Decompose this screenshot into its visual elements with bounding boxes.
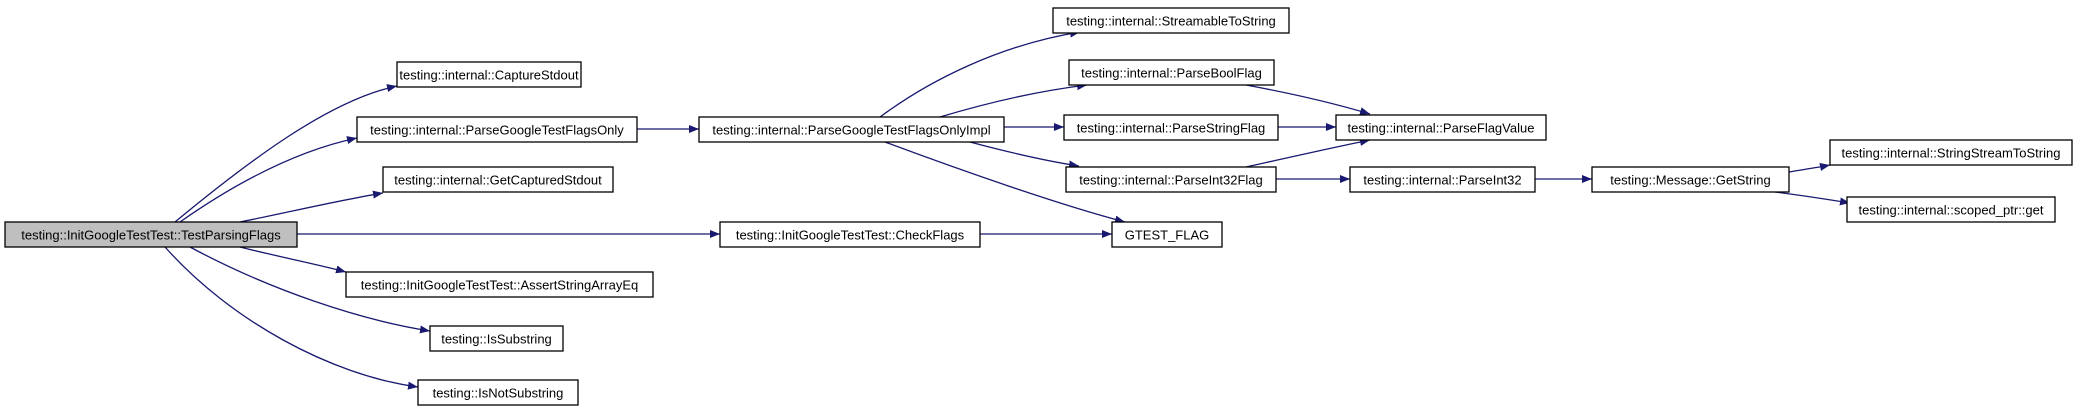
edge-parse-int32-flag-to-parse-flag-value: [1245, 138, 1371, 168]
node-is-not-substring[interactable]: testing::IsNotSubstring: [417, 379, 579, 406]
node-label: testing::internal::CaptureStdout: [399, 68, 579, 83]
node-label: testing::internal::ParseStringFlag: [1077, 121, 1266, 136]
node-parse-bool-flag[interactable]: testing::internal::ParseBoolFlag: [1068, 59, 1275, 86]
node-get-captured-stdout[interactable]: testing::internal::GetCapturedStdout: [382, 166, 614, 193]
node-parse-int32[interactable]: testing::internal::ParseInt32: [1349, 166, 1536, 193]
edge-layer: [164, 29, 1851, 390]
node-label: testing::InitGoogleTestTest::TestParsing…: [21, 228, 281, 243]
node-box: [1111, 221, 1223, 248]
node-label: testing::IsNotSubstring: [433, 386, 564, 401]
node-label: testing::InitGoogleTestTest::CheckFlags: [736, 228, 965, 243]
node-box: [4, 221, 298, 248]
node-box: [382, 166, 614, 193]
node-box: [1846, 196, 2056, 223]
edge-message-get-string-to-string-stream-to-string: [1788, 163, 1831, 173]
node-box: [1052, 7, 1290, 34]
node-label: testing::IsSubstring: [441, 332, 552, 347]
node-string-stream-to-string[interactable]: testing::internal::StringStreamToString: [1829, 139, 2073, 166]
node-box: [1065, 166, 1277, 193]
node-label: testing::internal::GetCapturedStdout: [394, 173, 602, 188]
node-assert-string-array-eq[interactable]: testing::InitGoogleTestTest::AssertStrin…: [345, 271, 654, 298]
node-gtest-flag[interactable]: GTEST_FLAG: [1111, 221, 1223, 248]
node-box: [429, 325, 564, 352]
node-box: [719, 221, 981, 248]
node-label: testing::internal::StringStreamToString: [1842, 146, 2061, 161]
node-box: [1591, 166, 1790, 193]
edge-parse-gt-flags-only-impl-to-gtest-flag: [884, 141, 1126, 224]
edge-parse-gt-flags-only-impl-to-streamable-to-string: [879, 29, 1081, 118]
node-parse-string-flag[interactable]: testing::internal::ParseStringFlag: [1063, 114, 1279, 141]
node-label: testing::internal::ParseGoogleTestFlagsO…: [370, 123, 624, 138]
node-box: [1335, 114, 1547, 141]
node-scoped-ptr-get[interactable]: testing::internal::scoped_ptr::get: [1846, 196, 2056, 223]
node-box: [1063, 114, 1279, 141]
node-label: testing::internal::scoped_ptr::get: [1858, 203, 2043, 218]
edge-parse-gt-flags-only-impl-to-parse-bool-flag: [939, 82, 1088, 118]
edge-root-to-get-captured-stdout: [239, 190, 384, 223]
node-root[interactable]: testing::InitGoogleTestTest::TestParsing…: [4, 221, 298, 248]
edge-root-to-is-substring: [189, 246, 431, 334]
node-parse-int32-flag[interactable]: testing::internal::ParseInt32Flag: [1065, 166, 1277, 193]
edge-message-get-string-to-scoped-ptr-get: [1774, 191, 1851, 206]
node-parse-gt-flags-only[interactable]: testing::internal::ParseGoogleTestFlagsO…: [356, 116, 638, 143]
node-parse-flag-value[interactable]: testing::internal::ParseFlagValue: [1335, 114, 1547, 141]
node-check-flags[interactable]: testing::InitGoogleTestTest::CheckFlags: [719, 221, 981, 248]
edge-root-to-is-not-substring: [164, 246, 419, 390]
node-label: testing::internal::ParseGoogleTestFlagsO…: [712, 123, 990, 138]
node-box: [417, 379, 579, 406]
node-capture-stdout[interactable]: testing::internal::CaptureStdout: [396, 61, 582, 88]
edge-root-to-capture-stdout: [174, 84, 398, 223]
node-label: testing::Message::GetString: [1610, 173, 1770, 188]
node-box: [1068, 59, 1275, 86]
node-label: GTEST_FLAG: [1125, 228, 1210, 243]
node-message-get-string[interactable]: testing::Message::GetString: [1591, 166, 1790, 193]
node-box: [698, 116, 1005, 143]
node-box: [356, 116, 638, 143]
node-is-substring[interactable]: testing::IsSubstring: [429, 325, 564, 352]
node-label: testing::InitGoogleTestTest::AssertStrin…: [361, 278, 638, 293]
edge-root-to-parse-gt-flags-only: [179, 136, 358, 223]
node-streamable-to-string[interactable]: testing::internal::StreamableToString: [1052, 7, 1290, 34]
node-box: [345, 271, 654, 298]
node-box: [396, 61, 582, 88]
edge-parse-bool-flag-to-parse-flag-value: [1245, 84, 1371, 115]
node-label: testing::internal::StreamableToString: [1066, 14, 1276, 29]
node-label: testing::internal::ParseInt32Flag: [1079, 173, 1263, 188]
edge-parse-gt-flags-only-impl-to-parse-int32-flag: [969, 141, 1080, 169]
node-parse-gt-flags-only-impl[interactable]: testing::internal::ParseGoogleTestFlagsO…: [698, 116, 1005, 143]
node-label: testing::internal::ParseFlagValue: [1348, 121, 1535, 136]
node-label: testing::internal::ParseInt32: [1363, 173, 1521, 188]
node-layer: testing::InitGoogleTestTest::TestParsing…: [4, 7, 2073, 406]
node-label: testing::internal::ParseBoolFlag: [1081, 66, 1262, 81]
edge-root-to-assert-string-array-eq: [239, 246, 347, 274]
node-box: [1829, 139, 2073, 166]
node-box: [1349, 166, 1536, 193]
